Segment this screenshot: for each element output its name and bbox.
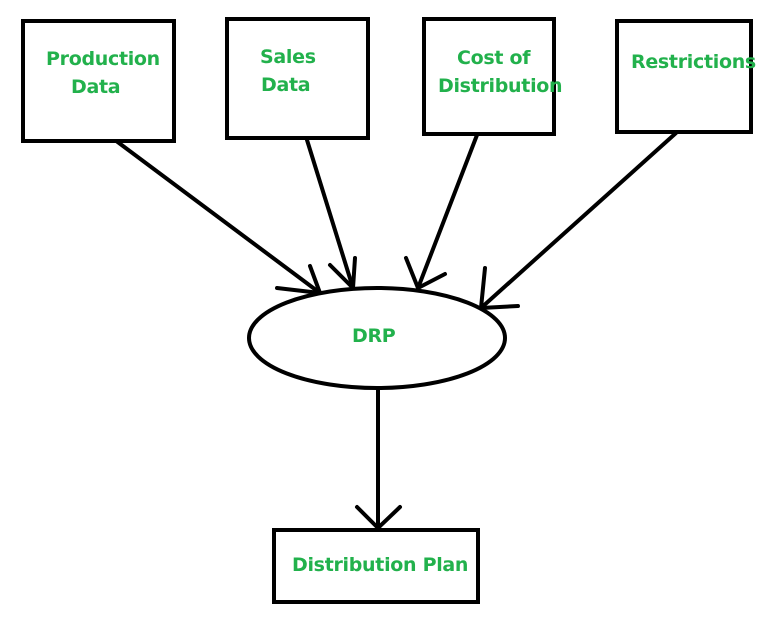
sales-data-label-line1: Sales: [260, 46, 316, 68]
restrictions-label: Restrictions: [631, 48, 756, 76]
restrictions-label-line1: Restrictions: [631, 51, 756, 73]
sales-data-label: Sales Data: [260, 43, 316, 99]
drp-process-ellipse: [247, 286, 507, 390]
production-data-label-line2: Data: [71, 76, 121, 98]
distribution-plan-label: Distribution Plan: [292, 554, 469, 576]
arrow-production-to-drp: [113, 138, 322, 295]
sales-data-box: [225, 17, 370, 140]
cost-of-distribution-label-line2: Distribution: [438, 75, 563, 97]
production-data-box: [21, 19, 176, 143]
production-data-label: Production Data: [46, 45, 160, 101]
distribution-plan-box: [272, 528, 480, 604]
arrow-drp-to-output: [355, 386, 402, 530]
arrow-sales-to-drp: [305, 138, 357, 290]
cost-of-distribution-label: Cost of Distribution: [438, 44, 563, 100]
drp-label: DRP: [352, 325, 396, 347]
arrow-cost-to-drp: [404, 133, 479, 290]
sales-data-label-line2: Data: [261, 74, 311, 96]
cost-of-distribution-box: [422, 17, 556, 136]
restrictions-box: [615, 19, 753, 134]
cost-of-distribution-label-line1: Cost of: [457, 47, 531, 69]
production-data-label-line1: Production: [46, 48, 160, 70]
arrow-restrictions-to-drp: [479, 131, 678, 310]
